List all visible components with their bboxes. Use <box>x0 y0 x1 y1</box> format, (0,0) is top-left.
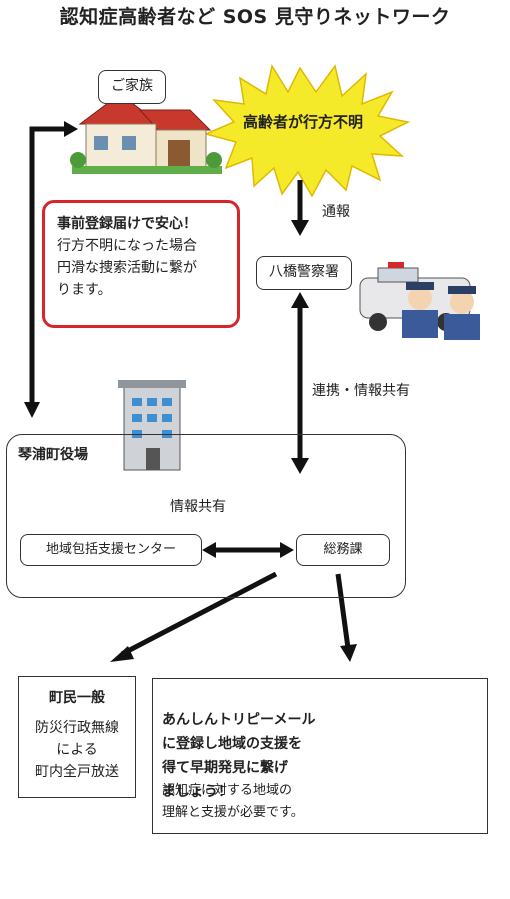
residents-line: による <box>56 742 98 758</box>
town-office-name: 琴浦町役場 <box>18 447 88 463</box>
notice-line: 円滑な捜索活動に繋が <box>57 260 197 276</box>
notice-line: ります。 <box>57 282 112 298</box>
burst-shape <box>203 64 411 198</box>
residents-line: 町内全戸放送 <box>35 764 119 780</box>
notice-heading: 事前登録届けで安心！ <box>57 216 197 232</box>
mail-subtext: 認知症に対する地域の 理解と支援が必要です。 <box>162 780 358 824</box>
mail-box <box>152 678 488 834</box>
mail-line: あんしんトリピーメール <box>162 712 316 728</box>
mail-sub-line: 理解と支援が必要です。 <box>162 805 304 820</box>
police-label: 八橋警察署 <box>256 256 352 290</box>
family-office-arrow <box>24 121 78 418</box>
report-arrow <box>291 180 309 236</box>
mail-line: 得て早期発見に繋げ <box>162 760 288 776</box>
residents-box: 町民一般 防災行政無線 による 町内全戸放送 <box>18 676 136 798</box>
center-affairs-arrow <box>202 542 294 558</box>
registration-notice: 事前登録届けで安心！ 行方不明になった場合 円滑な捜索活動に繋が ります。 <box>42 200 240 328</box>
info-share-label: 情報共有 <box>170 499 226 515</box>
page-title: 認知症高齢者など SOS 見守りネットワーク <box>59 6 451 28</box>
cooperation-label: 連携・情報共有 <box>312 383 410 399</box>
police-illustration <box>359 262 480 340</box>
house-illustration <box>70 93 222 174</box>
to-mail-arrow <box>335 573 357 662</box>
residents-heading: 町民一般 <box>49 690 105 706</box>
missing-label: 高齢者が行方不明 <box>242 113 363 131</box>
mail-text: あんしんトリピーメール に登録し地域の支援を 得て早期発見に繋げ ましょう！ <box>162 708 352 804</box>
residents-line: 防災行政無線 <box>35 720 119 736</box>
mail-line: に登録し地域の支援を <box>162 736 302 752</box>
family-label: ご家族 <box>98 70 166 104</box>
mail-sub-line: 認知症に対する地域の <box>162 783 293 798</box>
to-residents-arrow <box>110 571 278 662</box>
report-label: 通報 <box>322 204 350 220</box>
general-affairs-label: 総務課 <box>296 534 390 566</box>
town-office-box <box>6 434 406 598</box>
mail-line: ましょう！ <box>162 784 232 800</box>
support-center-label: 地域包括支援センター <box>20 534 202 566</box>
notice-line: 行方不明になった場合 <box>57 238 197 254</box>
